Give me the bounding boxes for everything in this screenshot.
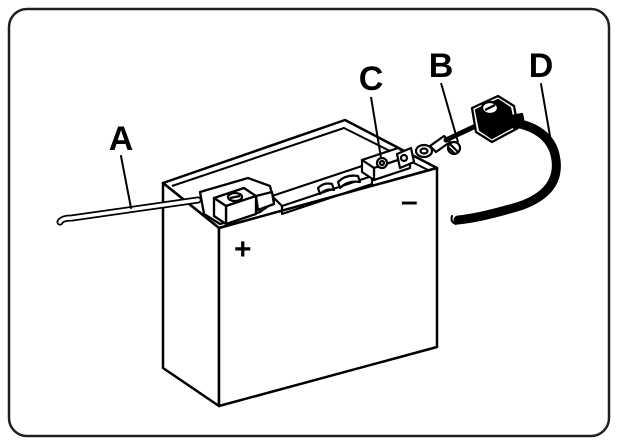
negative-terminal-block-side bbox=[360, 158, 376, 182]
positive-polarity-mark: + bbox=[234, 233, 252, 266]
connector bbox=[470, 94, 526, 144]
positive-cable-tab bbox=[254, 190, 276, 212]
negative-post-hole bbox=[399, 153, 409, 163]
connector-face-mark bbox=[484, 103, 496, 112]
positive-terminal-bolt-slot bbox=[229, 194, 241, 200]
callout-b-label: B bbox=[429, 47, 454, 85]
terminal-screw-thread bbox=[447, 143, 459, 155]
ring-terminal-b bbox=[370, 82, 462, 159]
callout-c-leader bbox=[370, 96, 382, 159]
callout-c-label: C bbox=[359, 60, 384, 98]
vent-cap bbox=[316, 182, 336, 196]
positive-terminal-block-side bbox=[212, 196, 228, 226]
negative-terminal bbox=[360, 146, 416, 182]
cable-d-end bbox=[450, 215, 457, 225]
connector-strain-relief bbox=[510, 112, 526, 130]
cable-a-core bbox=[58, 198, 200, 224]
callout-d-leader bbox=[540, 83, 551, 137]
callout-a-leader bbox=[120, 155, 132, 209]
battery-center-strip-edge bbox=[280, 176, 374, 216]
battery-front-face bbox=[217, 166, 439, 408]
cable-d-body bbox=[453, 117, 561, 225]
callout-a-label: A bbox=[109, 120, 134, 158]
callout-b-leader bbox=[440, 82, 459, 143]
vent-cap bbox=[336, 174, 362, 190]
cable-a bbox=[56, 155, 202, 226]
negative-terminal-bolt-head bbox=[378, 159, 386, 167]
callout-d-label: D bbox=[529, 47, 554, 85]
positive-terminal bbox=[198, 176, 276, 226]
ring-terminal-hole bbox=[419, 147, 429, 155]
negative-polarity-mark: – bbox=[401, 185, 418, 218]
